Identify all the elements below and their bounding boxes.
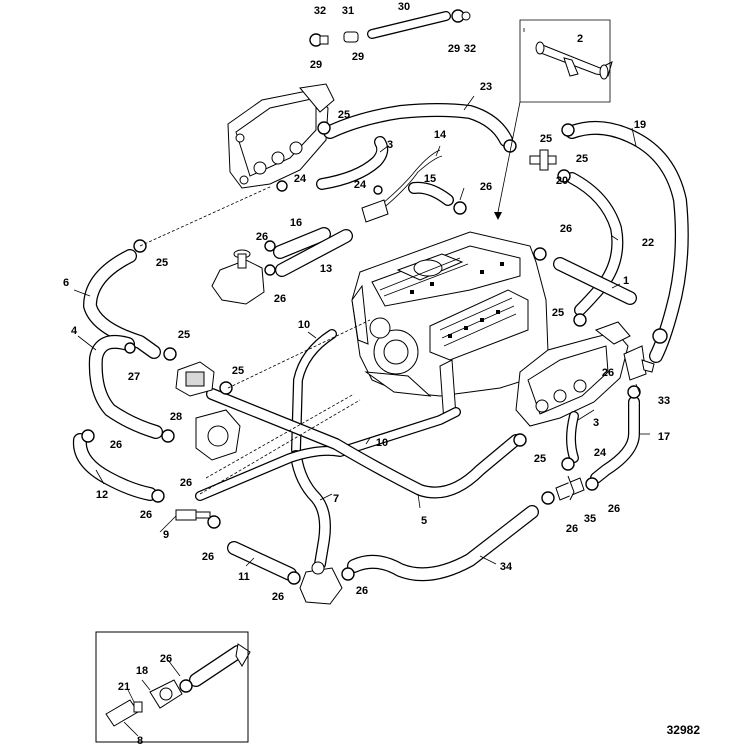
left-exhaust-manifold (227, 83, 335, 189)
callout-24: 24 (294, 173, 307, 185)
detail-inset-frame (95, 631, 249, 743)
callout-7: 7 (333, 493, 339, 505)
dashed-reference-lines (139, 185, 371, 495)
callout-34: 34 (500, 561, 513, 573)
figure-number: 32982 (667, 723, 701, 737)
callout-26: 26 (140, 509, 152, 521)
callout-20: 20 (556, 175, 568, 187)
callout-26: 26 (110, 439, 122, 451)
callout-26: 26 (256, 231, 268, 243)
callout-25: 25 (178, 329, 190, 341)
callout-30: 30 (398, 1, 410, 13)
callout-26: 26 (272, 591, 284, 603)
callout-26: 26 (566, 523, 578, 535)
callout-25: 25 (552, 307, 564, 319)
callout-2: 2 (577, 33, 583, 45)
callout-33: 33 (658, 395, 670, 407)
callout-leaders (73, 19, 650, 737)
callout-12: 12 (96, 489, 108, 501)
callout-26: 26 (356, 585, 368, 597)
right-exhaust-manifold (515, 321, 631, 427)
callout-26: 26 (608, 503, 620, 515)
callout-8: 8 (137, 735, 143, 747)
callout-6: 6 (63, 277, 69, 289)
callout-5: 5 (421, 515, 427, 527)
callout-16: 16 (290, 217, 302, 229)
callout-11: 11 (238, 571, 250, 583)
callout-35: 35 (584, 513, 596, 525)
callout-3: 3 (387, 139, 393, 151)
callout-24: 24 (594, 447, 607, 459)
callout-25: 25 (540, 133, 552, 145)
callout-25: 25 (156, 257, 168, 269)
callout-26: 26 (180, 477, 192, 489)
callout-3: 3 (593, 417, 599, 429)
callout-28: 28 (170, 411, 182, 423)
callout-32: 32 (314, 5, 326, 17)
callout-25: 25 (534, 453, 546, 465)
callout-9: 9 (163, 529, 169, 541)
callout-25: 25 (338, 109, 350, 121)
callout-10: 10 (298, 319, 310, 331)
callout-26: 26 (480, 181, 492, 193)
callout-32: 32 (464, 43, 476, 55)
callout-26: 26 (602, 367, 614, 379)
callout-23: 23 (480, 81, 492, 93)
fittings (105, 11, 655, 727)
hoses (72, 11, 689, 687)
callout-14: 14 (434, 129, 447, 141)
callout-13: 13 (320, 263, 332, 275)
hose-clamps (81, 9, 668, 693)
callout-25: 25 (232, 365, 244, 377)
callout-18: 18 (136, 665, 148, 677)
engine-block (351, 231, 549, 423)
callout-10: 10 (376, 437, 388, 449)
callout-29: 29 (352, 51, 364, 63)
callout-17: 17 (658, 431, 670, 443)
callout-1: 1 (623, 275, 629, 287)
callout-27: 27 (128, 371, 140, 383)
callout-24: 24 (354, 179, 367, 191)
callout-31: 31 (342, 5, 354, 17)
callout-15: 15 (424, 173, 436, 185)
callout-22: 22 (642, 237, 654, 249)
callout-26: 26 (202, 551, 214, 563)
callout-19: 19 (634, 119, 646, 131)
callout-26: 26 (274, 293, 286, 305)
callout-4: 4 (71, 325, 78, 337)
callout-21: 21 (118, 681, 130, 693)
callout-29: 29 (448, 43, 460, 55)
callout-25: 25 (576, 153, 588, 165)
callout-26: 26 (160, 653, 172, 665)
callout-labels: 32 31 30 29 29 29 32 2 23 25 3 14 24 24 … (63, 1, 670, 747)
callout-26: 26 (560, 223, 572, 235)
callout-29: 29 (310, 59, 322, 71)
